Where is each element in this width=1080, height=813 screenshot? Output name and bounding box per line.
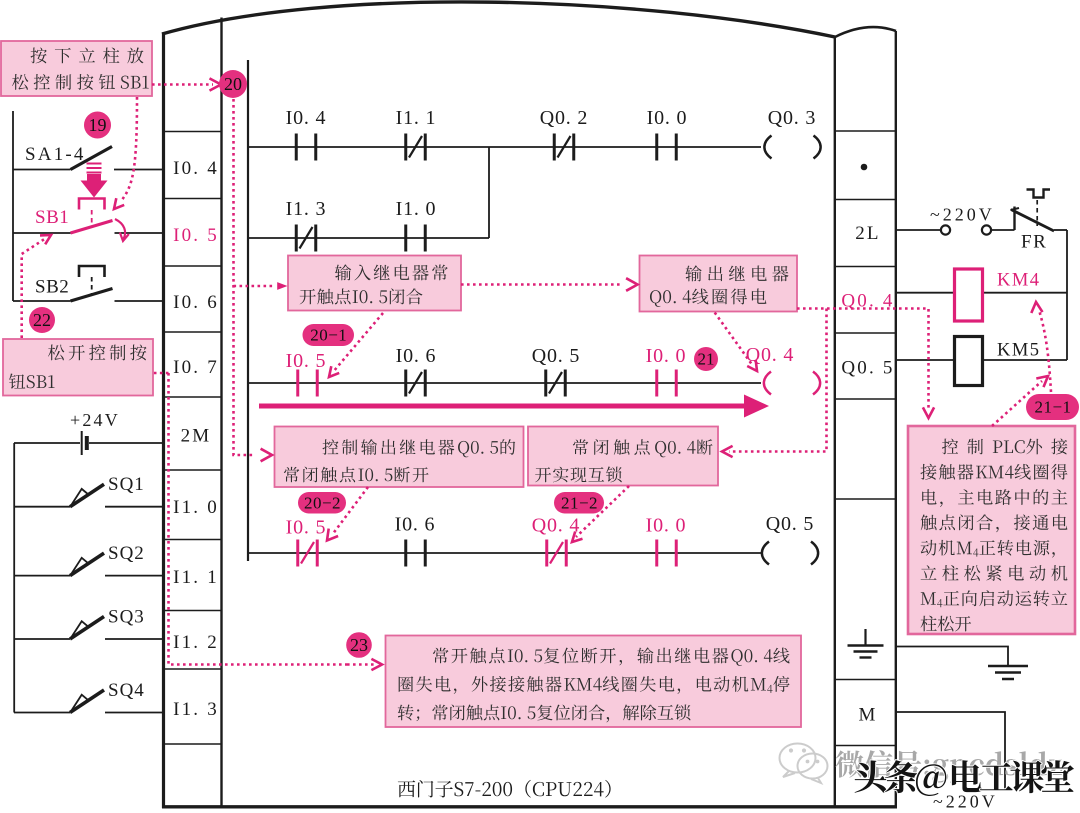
- svg-text:20: 20: [224, 74, 242, 94]
- svg-text:21−2: 21−2: [561, 493, 598, 512]
- svg-text:SB2: SB2: [35, 277, 69, 298]
- svg-text:Q0. 4: Q0. 4: [746, 344, 794, 366]
- svg-text:21: 21: [698, 350, 715, 369]
- svg-text:I1. 3: I1. 3: [286, 198, 327, 220]
- svg-text:Q0. 5: Q0. 5: [766, 513, 814, 535]
- svg-text:20−2: 20−2: [304, 493, 341, 512]
- svg-text:SQ4: SQ4: [108, 680, 145, 701]
- svg-text:I0. 5: I0. 5: [286, 350, 327, 372]
- svg-text:I0. 5: I0. 5: [173, 225, 219, 246]
- svg-text:Q0. 5: Q0. 5: [841, 358, 894, 379]
- svg-text:FR: FR: [1021, 232, 1047, 253]
- svg-text:I0. 6: I0. 6: [173, 292, 219, 313]
- svg-text:I1. 1: I1. 1: [396, 107, 437, 129]
- svg-text:KM5: KM5: [997, 341, 1041, 361]
- svg-text:Q0. 4: Q0. 4: [841, 291, 894, 312]
- svg-text:2M: 2M: [181, 426, 212, 447]
- svg-text:21−1: 21−1: [1034, 398, 1071, 417]
- svg-text:I0. 0: I0. 0: [646, 345, 687, 367]
- svg-text:SQ3: SQ3: [108, 607, 145, 628]
- svg-text:I0. 6: I0. 6: [395, 514, 436, 536]
- svg-text:SQ2: SQ2: [108, 543, 145, 564]
- svg-text:~220V: ~220V: [930, 205, 995, 225]
- svg-text:Q0. 5: Q0. 5: [532, 345, 580, 367]
- svg-text:~220V: ~220V: [933, 792, 998, 812]
- svg-text:I0. 4: I0. 4: [173, 158, 219, 179]
- svg-text:SA1-4: SA1-4: [25, 144, 86, 165]
- svg-text:Q0. 2: Q0. 2: [540, 107, 588, 129]
- svg-text:KM4: KM4: [997, 271, 1041, 291]
- svg-text:M: M: [858, 705, 877, 726]
- svg-text:SB1: SB1: [35, 207, 69, 228]
- svg-text:I1. 2: I1. 2: [173, 632, 219, 653]
- svg-text:20−1: 20−1: [310, 326, 347, 345]
- svg-text:22: 22: [33, 310, 51, 330]
- svg-text:Q0. 4: Q0. 4: [532, 515, 580, 537]
- svg-text:I1. 3: I1. 3: [173, 699, 219, 720]
- svg-text:19: 19: [89, 115, 107, 135]
- svg-text:I1. 0: I1. 0: [396, 198, 437, 220]
- svg-text:I1. 1: I1. 1: [173, 567, 219, 588]
- svg-text:I0. 5: I0. 5: [286, 517, 327, 539]
- svg-text:+24V: +24V: [70, 410, 120, 430]
- svg-text:SQ1: SQ1: [108, 474, 145, 495]
- svg-text:Q0. 3: Q0. 3: [768, 107, 816, 129]
- svg-text:2L: 2L: [855, 223, 881, 244]
- svg-text:I0. 0: I0. 0: [647, 107, 688, 129]
- svg-text:I0. 7: I0. 7: [173, 357, 219, 378]
- svg-text:I0. 0: I0. 0: [646, 515, 687, 537]
- svg-text:23: 23: [350, 635, 368, 655]
- svg-text:I0. 6: I0. 6: [396, 345, 437, 367]
- svg-text:I0. 4: I0. 4: [286, 107, 327, 129]
- svg-text:I1. 0: I1. 0: [173, 497, 219, 518]
